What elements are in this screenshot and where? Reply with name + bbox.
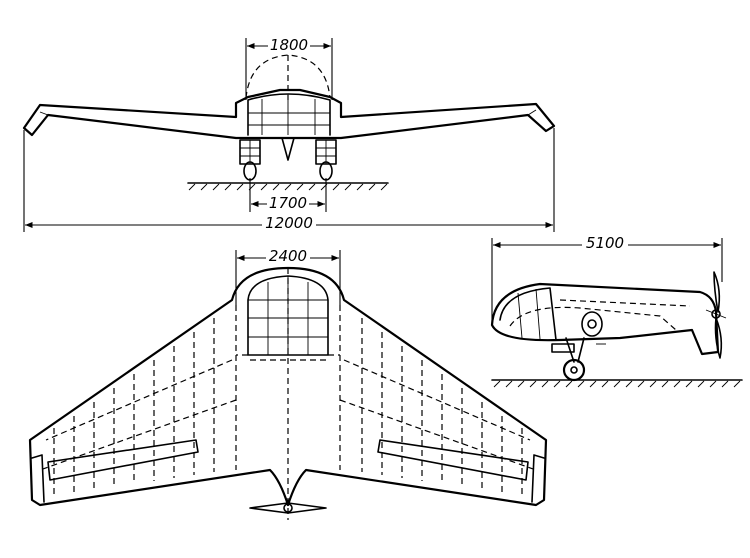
front-wing bbox=[22, 88, 556, 140]
dim-1700: 1700 bbox=[249, 178, 327, 212]
side-landing-gear bbox=[551, 337, 606, 382]
front-view: 1800 1700 12000 bbox=[22, 36, 556, 232]
dim-12000: 12000 bbox=[23, 128, 555, 232]
side-canopy bbox=[499, 287, 557, 341]
plan-left-elevon bbox=[47, 439, 199, 481]
front-nose-skid bbox=[281, 137, 295, 161]
side-fuselage bbox=[490, 282, 720, 356]
plan-view: 2400 bbox=[28, 247, 548, 520]
dim-1800-label: 1800 bbox=[270, 36, 308, 54]
front-right-gear bbox=[315, 139, 337, 181]
dim-5100-label: 5100 bbox=[586, 234, 624, 252]
side-view: 5100 bbox=[490, 234, 743, 388]
dim-2400-label: 2400 bbox=[269, 247, 307, 265]
dim-12000-label: 12000 bbox=[265, 214, 313, 232]
front-ground-line bbox=[187, 182, 389, 191]
dim-1700-label: 1700 bbox=[269, 194, 307, 212]
dim-2400: 2400 bbox=[235, 247, 341, 305]
dim-1800: 1800 bbox=[245, 36, 333, 100]
plan-right-ribs bbox=[328, 305, 537, 496]
plan-tail-skid bbox=[249, 502, 327, 514]
plan-right-elevon bbox=[377, 439, 529, 481]
dim-5100: 5100 bbox=[491, 234, 723, 325]
plan-left-ribs bbox=[39, 305, 248, 496]
side-propeller bbox=[705, 271, 727, 359]
front-left-gear bbox=[239, 139, 261, 181]
side-ground-line bbox=[491, 379, 743, 388]
front-canopy bbox=[245, 54, 331, 136]
